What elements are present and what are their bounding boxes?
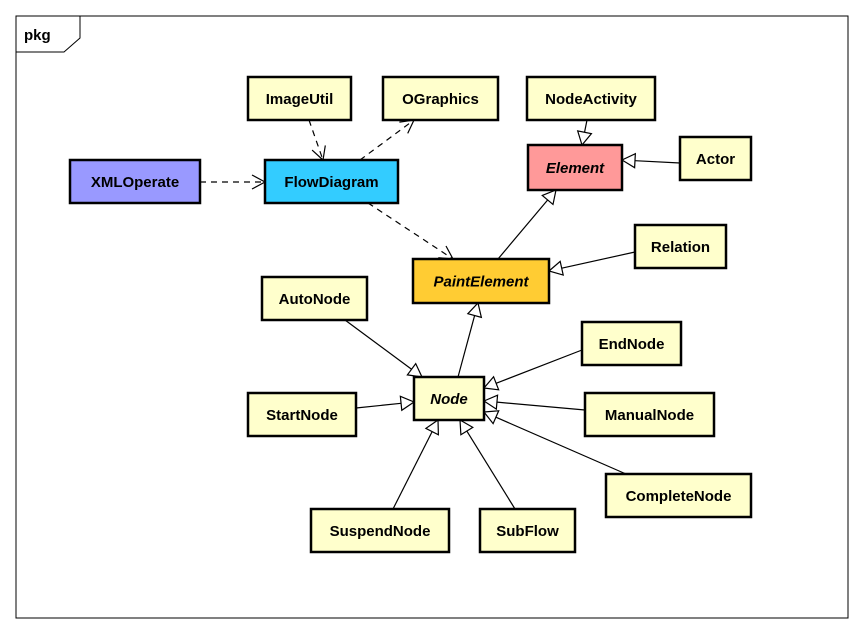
class-NodeActivity[interactable]: NodeActivity	[525, 75, 657, 122]
hollow-triangle-arrowhead	[547, 260, 565, 276]
hollow-triangle-arrowhead	[576, 130, 593, 147]
class-StartNode[interactable]: StartNode	[246, 391, 358, 438]
package-label: pkg	[24, 27, 51, 44]
class-box	[580, 320, 683, 367]
hollow-triangle-arrowhead	[482, 375, 500, 391]
class-label: Node	[430, 391, 468, 408]
class-label: OGraphics	[402, 91, 479, 108]
generalization-Actor-to-Element	[620, 152, 681, 169]
class-Element[interactable]: Element	[526, 143, 624, 192]
generalization-StartNode-to-Node	[355, 395, 416, 412]
generalization-EndNode-to-Node	[482, 349, 583, 391]
class-ManualNode[interactable]: ManualNode	[583, 391, 716, 438]
generalization-line	[496, 401, 586, 411]
hollow-triangle-arrowhead	[459, 418, 474, 436]
generalization-line	[355, 402, 402, 409]
hollow-triangle-arrowhead	[466, 301, 483, 319]
generalization-line	[495, 416, 627, 475]
generalization-Node-to-PaintElement	[457, 301, 483, 378]
relations-layer	[200, 119, 681, 510]
dependency-line	[308, 119, 324, 161]
class-SuspendNode[interactable]: SuspendNode	[309, 507, 451, 554]
class-FlowDiagram[interactable]: FlowDiagram	[263, 158, 400, 205]
class-box	[583, 391, 716, 438]
class-label: Actor	[696, 151, 735, 168]
class-box	[260, 275, 369, 322]
class-label: NodeActivity	[545, 91, 637, 108]
class-label: Relation	[651, 239, 710, 256]
class-Relation[interactable]: Relation	[633, 223, 728, 270]
hollow-triangle-arrowhead	[482, 410, 500, 425]
generalization-line	[634, 160, 681, 164]
class-Node[interactable]: Node	[412, 375, 486, 422]
hollow-triangle-arrowhead	[399, 395, 416, 412]
class-label: ImageUtil	[266, 91, 334, 108]
generalization-line	[583, 119, 588, 133]
class-ImageUtil[interactable]: ImageUtil	[246, 75, 353, 122]
generalization-line	[466, 430, 516, 510]
class-label: PaintElement	[433, 274, 529, 291]
class-SubFlow[interactable]: SubFlow	[478, 507, 577, 554]
generalization-line	[497, 199, 549, 260]
generalization-NodeActivity-to-Element	[576, 119, 593, 147]
generalization-Relation-to-PaintElement	[547, 251, 636, 276]
generalization-line	[344, 319, 412, 370]
class-label: StartNode	[266, 407, 338, 424]
hollow-triangle-arrowhead	[482, 394, 499, 411]
hollow-triangle-arrowhead	[424, 418, 440, 436]
class-box	[526, 143, 624, 192]
generalization-SuspendNode-to-Node	[392, 418, 440, 510]
generalization-line	[392, 431, 433, 510]
class-box	[633, 223, 728, 270]
class-label: SuspendNode	[330, 523, 431, 540]
class-PaintElement[interactable]: PaintElement	[411, 257, 551, 305]
generalization-ManualNode-to-Node	[482, 394, 586, 411]
class-label: AutoNode	[279, 291, 351, 308]
generalization-line	[457, 315, 476, 378]
dependency-line	[367, 202, 454, 260]
class-box	[246, 75, 353, 122]
class-label: Element	[546, 160, 605, 177]
class-box	[678, 135, 753, 182]
class-box	[478, 507, 577, 554]
class-label: XMLOperate	[91, 174, 179, 191]
generalization-PaintElement-to-Element	[497, 189, 557, 260]
class-box	[381, 75, 500, 122]
class-box	[309, 507, 451, 554]
class-Actor[interactable]: Actor	[678, 135, 753, 182]
class-AutoNode[interactable]: AutoNode	[260, 275, 369, 322]
package-tab	[15, 15, 81, 53]
class-label: SubFlow	[496, 523, 559, 540]
class-box	[412, 375, 486, 422]
class-XMLOperate[interactable]: XMLOperate	[68, 158, 202, 205]
class-box	[525, 75, 657, 122]
generalization-SubFlow-to-Node	[459, 418, 516, 510]
class-label: CompleteNode	[626, 488, 732, 505]
dependency-line	[359, 119, 415, 161]
class-box	[411, 257, 551, 305]
hollow-triangle-arrowhead	[620, 152, 636, 169]
class-EndNode[interactable]: EndNode	[580, 320, 683, 367]
generalization-line	[561, 251, 636, 269]
class-label: ManualNode	[605, 407, 694, 424]
class-box	[68, 158, 202, 205]
generalization-CompleteNode-to-Node	[482, 410, 627, 475]
class-box	[263, 158, 400, 205]
class-CompleteNode[interactable]: CompleteNode	[604, 472, 753, 519]
class-label: EndNode	[599, 336, 665, 353]
class-box	[246, 391, 358, 438]
class-OGraphics[interactable]: OGraphics	[381, 75, 500, 122]
class-box	[604, 472, 753, 519]
class-label: FlowDiagram	[284, 174, 378, 191]
generalization-line	[495, 349, 583, 384]
classes-layer: ImageUtil OGraphics NodeActivityXMLOperate…	[68, 75, 753, 554]
hollow-triangle-arrowhead	[541, 189, 557, 206]
